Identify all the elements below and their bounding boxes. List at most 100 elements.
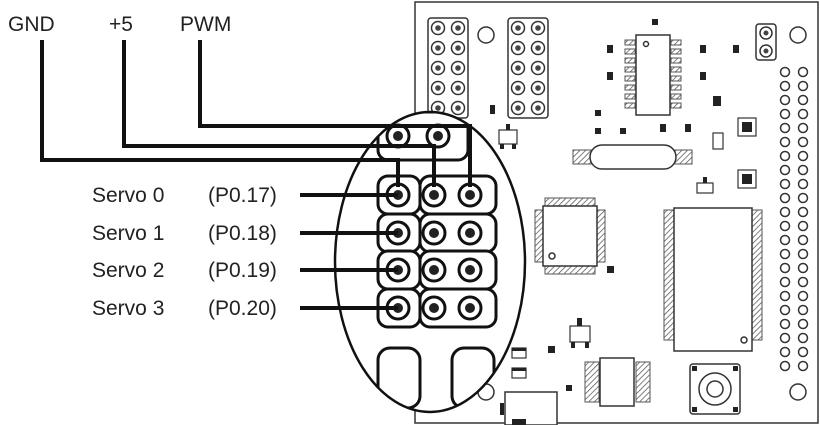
edge-pin — [779, 66, 791, 78]
edge-pin — [779, 248, 791, 260]
header-pin — [450, 60, 466, 76]
edge-pin — [797, 276, 809, 288]
mounting-hole-bottom-right — [789, 383, 807, 401]
edge-pin — [797, 262, 809, 274]
edge-pin — [797, 346, 809, 358]
edge-pin — [797, 360, 809, 372]
edge-pin — [779, 276, 791, 288]
pwm-label: PWM — [180, 13, 231, 36]
servo-pin-5v — [421, 257, 447, 283]
plus5-label: +5 — [109, 13, 133, 36]
header-pin — [530, 80, 546, 96]
servo-name-label: Servo 1 — [92, 222, 164, 245]
edge-pin — [797, 318, 809, 330]
edge-pin — [797, 234, 809, 246]
pushbutton-top — [737, 117, 757, 137]
servo-pin-pwm — [457, 295, 483, 321]
edge-pin — [779, 234, 791, 246]
servo-pin-label: (P0.17) — [208, 184, 277, 207]
servo-pin-pwm — [457, 182, 483, 208]
edge-pin — [779, 346, 791, 358]
header-pin — [430, 60, 446, 76]
edge-pin — [797, 164, 809, 176]
edge-pin — [779, 80, 791, 92]
pushbutton-middle — [737, 169, 757, 189]
dip-ic — [624, 34, 682, 116]
header-1x2-top-right — [755, 23, 777, 61]
header-pin — [450, 100, 466, 116]
magnifier-outline — [333, 110, 527, 414]
edge-pin — [797, 122, 809, 134]
edge-pin — [797, 80, 809, 92]
gnd-label: GND — [8, 13, 55, 36]
servo-header-row — [376, 212, 498, 254]
edge-pin — [779, 304, 791, 316]
edge-pin — [779, 192, 791, 204]
edge-pin — [779, 108, 791, 120]
mounting-hole-top-right — [789, 26, 807, 44]
servo-pin-pwm — [457, 257, 483, 283]
edge-pin — [779, 136, 791, 148]
edge-pin — [797, 66, 809, 78]
qfp-chip — [534, 197, 606, 275]
mounting-hole-top-left — [477, 26, 495, 44]
servo-pin-label: (P0.20) — [208, 297, 277, 320]
servo-pin-5v — [421, 220, 447, 246]
servo-pin-5v — [421, 295, 447, 321]
edge-pin — [779, 318, 791, 330]
wires — [40, 40, 472, 310]
edge-pin — [779, 332, 791, 344]
header-2x5-middle — [507, 17, 549, 119]
servo-header-row — [376, 249, 498, 291]
edge-pin — [797, 178, 809, 190]
tactile-button — [689, 363, 741, 415]
header-pin — [510, 100, 526, 116]
edge-pin — [797, 332, 809, 344]
servo-pin-label: (P0.19) — [208, 259, 277, 282]
large-ic — [663, 207, 763, 352]
header-pin — [510, 80, 526, 96]
edge-pin — [779, 290, 791, 302]
servo-name-label: Servo 2 — [92, 259, 164, 282]
labels: GND +5 PWM Servo 0(P0.17)Servo 1(P0.18)S… — [8, 13, 277, 320]
header-pin — [450, 20, 466, 36]
smd-components — [490, 19, 739, 391]
edge-pin — [779, 94, 791, 106]
header-pin — [430, 40, 446, 56]
header-pin — [530, 100, 546, 116]
header-2x5-left — [427, 17, 469, 119]
edge-pin — [797, 108, 809, 120]
wire-pwm — [198, 40, 472, 187]
edge-pin — [779, 178, 791, 190]
header-pin — [450, 80, 466, 96]
power-jack — [500, 391, 558, 425]
edge-pin — [797, 94, 809, 106]
header-pin — [530, 60, 546, 76]
wire-gnd — [40, 40, 400, 187]
header-pin — [530, 20, 546, 36]
edge-pin — [779, 206, 791, 218]
edge-pin — [797, 248, 809, 260]
servo-pin-pwm — [457, 220, 483, 246]
edge-pin — [779, 220, 791, 232]
header-pin — [510, 20, 526, 36]
edge-pin — [797, 304, 809, 316]
servo-name-label: Servo 0 — [92, 184, 164, 207]
header-pin — [450, 40, 466, 56]
edge-pin — [797, 206, 809, 218]
edge-pin — [797, 220, 809, 232]
header-pin — [430, 80, 446, 96]
crystal — [572, 144, 693, 170]
servo-pin-5v — [421, 182, 447, 208]
edge-pin — [779, 360, 791, 372]
edge-pin-column — [779, 66, 809, 372]
partial-header-top — [376, 112, 470, 162]
magnified-servo-header — [333, 110, 527, 414]
wire-5v — [122, 40, 436, 187]
edge-pin — [779, 262, 791, 274]
header-pin — [510, 60, 526, 76]
servo-name-label: Servo 3 — [92, 297, 164, 320]
edge-pin — [797, 192, 809, 204]
header-pin — [430, 20, 446, 36]
